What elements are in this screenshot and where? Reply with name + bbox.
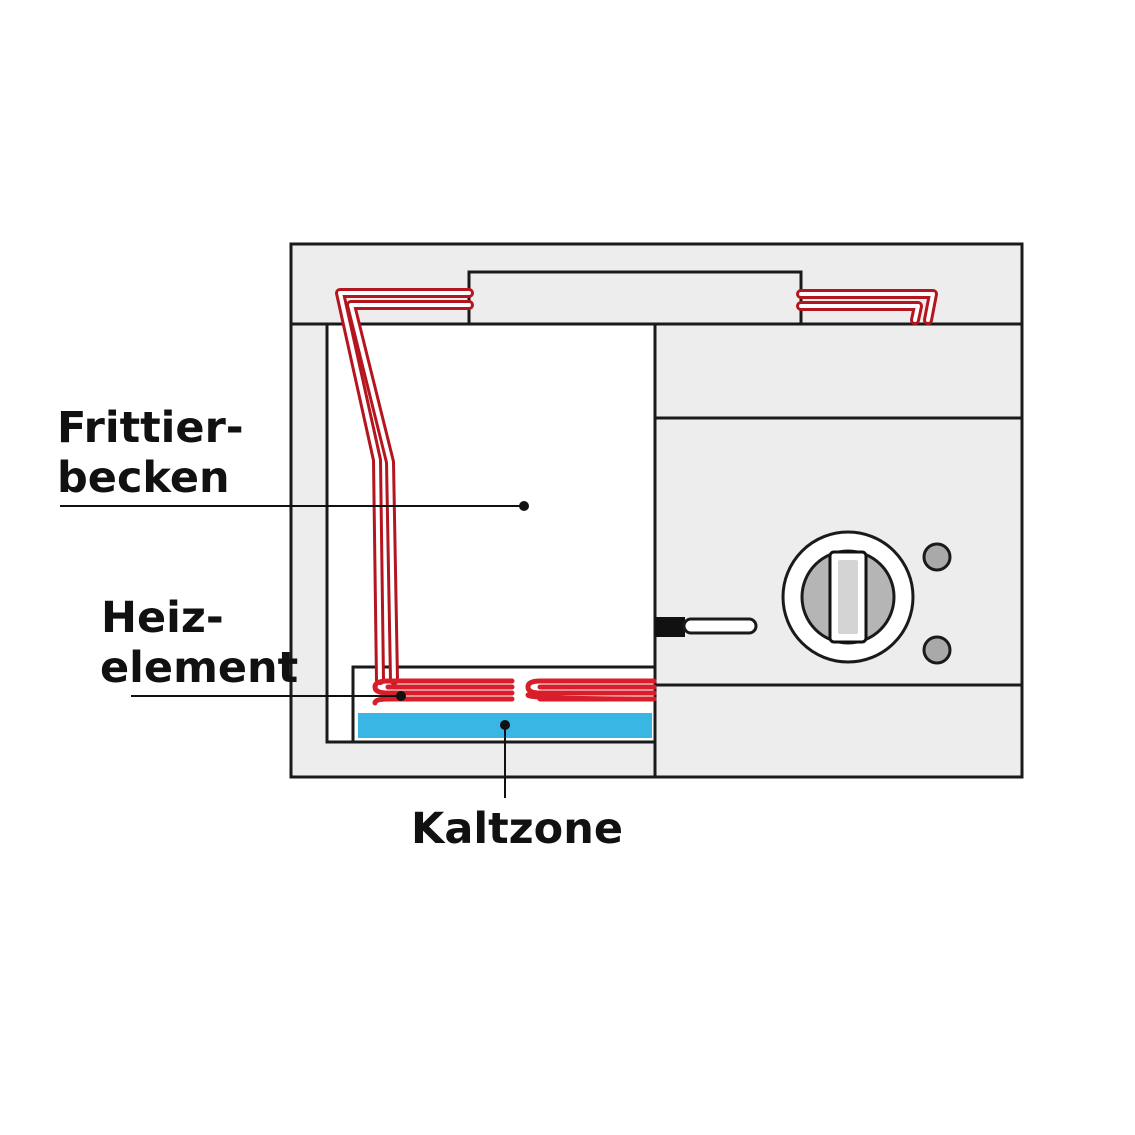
frying-basin-label-line1: Frittier-: [57, 403, 244, 453]
indicator-lights: [922, 542, 952, 665]
heating-coil-right: [525, 678, 657, 702]
heating-coil-left: [372, 678, 515, 706]
thermostat-probe-icon: [655, 617, 758, 637]
temperature-knob-icon[interactable]: [781, 530, 915, 664]
heating-element-label-line2: element: [100, 643, 298, 693]
indicator-light-icon: [922, 542, 952, 572]
leader-lines: [60, 501, 529, 798]
indicator-light-icon: [922, 635, 952, 665]
cold-zone-label: Kaltzone: [411, 804, 623, 854]
frying-basin-label-line2: becken: [57, 453, 230, 503]
heating-wire: [335, 288, 938, 706]
lid-handle: [467, 270, 803, 326]
heating-element-label-line1: Heiz-: [101, 593, 224, 643]
